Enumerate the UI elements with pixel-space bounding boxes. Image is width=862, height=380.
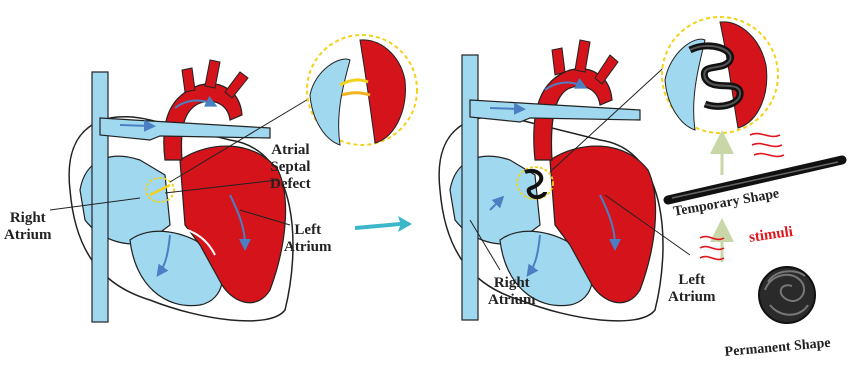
label-right-atrium-right-line2: Atrium	[488, 292, 536, 309]
label-right-atrium-right: Right Atrium	[488, 275, 536, 309]
label-right-atrium-right-line1: Right	[488, 275, 536, 292]
label-asd-line3: Defect	[270, 176, 311, 193]
zoom-circle-defect	[307, 35, 417, 145]
stimuli-waves-bottom	[700, 237, 724, 260]
label-left-atrium-right-line1: Left	[668, 272, 716, 289]
zoom-circle-occluder	[662, 17, 778, 133]
label-left-atrium-right: Left Atrium	[668, 272, 716, 306]
permanent-shape-coil	[759, 267, 815, 323]
label-right-atrium-left-line1: Right	[4, 210, 52, 227]
label-right-atrium-left-line2: Atrium	[4, 227, 52, 244]
process-arrow	[355, 216, 412, 232]
label-atrial-septal-defect: Atrial Septal Defect	[270, 142, 311, 193]
label-asd-line2: Septal	[270, 159, 311, 176]
label-asd-line1: Atrial	[270, 142, 311, 159]
stimuli-waves-top	[750, 134, 784, 157]
label-left-atrium-left: Left Atrium	[284, 222, 332, 256]
label-left-atrium-right-line2: Atrium	[668, 289, 716, 306]
heart-illustration-right	[439, 40, 690, 321]
label-right-atrium-left: Right Atrium	[4, 210, 52, 244]
label-left-atrium-left-line1: Left	[284, 222, 332, 239]
label-left-atrium-left-line2: Atrium	[284, 239, 332, 256]
